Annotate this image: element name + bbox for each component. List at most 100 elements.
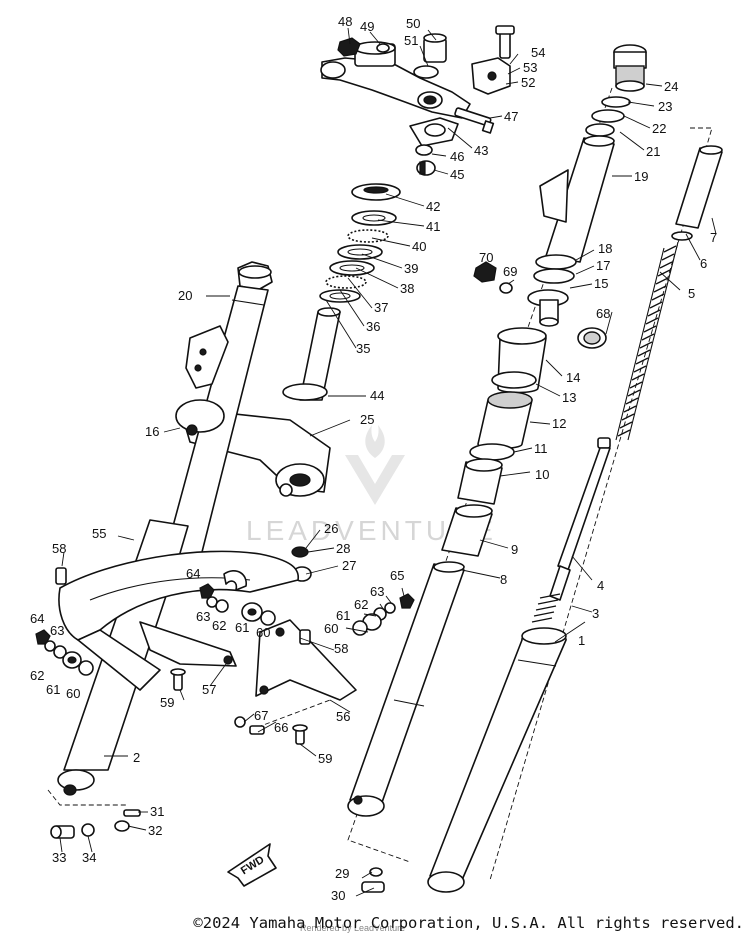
headlight-stay bbox=[185, 325, 229, 389]
callout-64-left: 64 bbox=[30, 611, 44, 626]
callout-63-right: 63 bbox=[370, 584, 384, 599]
callout-54: 54 bbox=[531, 45, 545, 60]
washer-34 bbox=[81, 823, 95, 837]
callout-57: 57 bbox=[202, 682, 216, 697]
callout-35: 35 bbox=[356, 341, 370, 356]
bolt-59-right bbox=[292, 724, 308, 745]
callout-42: 42 bbox=[426, 199, 440, 214]
washer-63-left bbox=[44, 640, 56, 652]
callout-14: 14 bbox=[566, 370, 580, 385]
callout-56: 56 bbox=[336, 709, 350, 724]
callout-55: 55 bbox=[92, 526, 106, 541]
washer-67 bbox=[234, 716, 246, 728]
upper-bracket-clamp bbox=[471, 57, 511, 95]
oil-seal-11 bbox=[469, 443, 515, 461]
callout-48: 48 bbox=[338, 14, 352, 29]
callout-7: 7 bbox=[710, 230, 717, 245]
collar-60-right bbox=[260, 610, 276, 626]
washer-41 bbox=[351, 210, 397, 226]
forward-direction-arrow: FWD bbox=[227, 843, 277, 887]
callout-5: 5 bbox=[688, 286, 695, 301]
callout-19: 19 bbox=[634, 169, 648, 184]
crown-43 bbox=[409, 117, 459, 147]
collar-60-left bbox=[78, 660, 94, 676]
washer-51 bbox=[413, 65, 439, 79]
callout-17: 17 bbox=[596, 258, 610, 273]
callout-1: 1 bbox=[578, 633, 585, 648]
callout-4: 4 bbox=[597, 578, 604, 593]
callout-10: 10 bbox=[535, 467, 549, 482]
callout-33: 33 bbox=[52, 850, 66, 865]
callout-16: 16 bbox=[145, 424, 159, 439]
callout-25: 25 bbox=[360, 412, 374, 427]
washer-28 bbox=[291, 546, 309, 558]
callout-59-left: 59 bbox=[160, 695, 174, 710]
o-ring-23 bbox=[601, 96, 631, 108]
drain-plug-68 bbox=[577, 327, 607, 349]
callout-23: 23 bbox=[658, 99, 672, 114]
cylinder-9 bbox=[441, 504, 493, 557]
inner-tube-19 bbox=[539, 135, 615, 263]
callout-29: 29 bbox=[335, 866, 349, 881]
callout-65: 65 bbox=[390, 568, 404, 583]
callout-61-mid: 61 bbox=[235, 620, 249, 635]
callout-37: 37 bbox=[374, 300, 388, 315]
spacer-6 bbox=[671, 231, 693, 241]
cap-45 bbox=[416, 160, 436, 176]
dust-seal-44 bbox=[282, 383, 328, 401]
callout-13: 13 bbox=[562, 390, 576, 405]
callout-15: 15 bbox=[594, 276, 608, 291]
race-38 bbox=[329, 260, 375, 276]
bolt-59-left bbox=[170, 668, 186, 691]
leader-lines bbox=[59, 27, 717, 897]
callout-22: 22 bbox=[652, 121, 666, 136]
callout-6: 6 bbox=[700, 256, 707, 271]
bolt-50 bbox=[423, 33, 447, 63]
washer-62-right bbox=[215, 599, 229, 613]
bracket-clip bbox=[223, 570, 247, 591]
callout-38: 38 bbox=[400, 281, 414, 296]
nut-70 bbox=[473, 261, 497, 283]
washer-69 bbox=[499, 282, 513, 294]
spacer-61-right bbox=[241, 602, 263, 622]
fork-tube-7 bbox=[675, 145, 723, 229]
bolt-64-left bbox=[35, 629, 51, 645]
callout-62-left: 62 bbox=[30, 668, 44, 683]
footer-credit: Rendered by LeadVenture bbox=[300, 923, 406, 933]
callout-20: 20 bbox=[178, 288, 192, 303]
callout-67: 67 bbox=[254, 708, 268, 723]
callout-28: 28 bbox=[336, 541, 350, 556]
callout-69: 69 bbox=[503, 264, 517, 279]
bolt-58-left bbox=[55, 567, 67, 585]
callout-60-left: 60 bbox=[66, 686, 80, 701]
callout-34: 34 bbox=[82, 850, 96, 865]
callout-45: 45 bbox=[450, 167, 464, 182]
washer-63-far bbox=[384, 602, 396, 614]
bearing-37 bbox=[325, 275, 367, 289]
callout-58-right: 58 bbox=[334, 641, 348, 656]
bolt-29 bbox=[369, 867, 383, 877]
fork-bracket-16 bbox=[175, 399, 225, 436]
callout-32: 32 bbox=[148, 823, 162, 838]
handlebar-holder-bolt-54 bbox=[495, 25, 515, 59]
callout-51: 51 bbox=[404, 33, 418, 48]
callout-46: 46 bbox=[450, 149, 464, 164]
callout-8: 8 bbox=[500, 572, 507, 587]
callout-21: 21 bbox=[646, 144, 660, 159]
ring-nut-42 bbox=[351, 183, 401, 201]
callout-2: 2 bbox=[133, 750, 140, 765]
seal-18 bbox=[535, 254, 577, 270]
washer-13 bbox=[491, 371, 537, 389]
bolt-64-right bbox=[199, 583, 215, 599]
callout-62-mid: 62 bbox=[212, 618, 226, 633]
callout-3: 3 bbox=[592, 606, 599, 621]
callout-26: 26 bbox=[324, 521, 338, 536]
callout-11: 11 bbox=[534, 441, 548, 456]
callout-62-right: 62 bbox=[354, 597, 368, 612]
washer-46 bbox=[415, 144, 433, 156]
washer-62-left bbox=[53, 645, 67, 659]
callout-61-right: 61 bbox=[336, 608, 350, 623]
callout-27: 27 bbox=[342, 558, 356, 573]
callout-40: 40 bbox=[412, 239, 426, 254]
